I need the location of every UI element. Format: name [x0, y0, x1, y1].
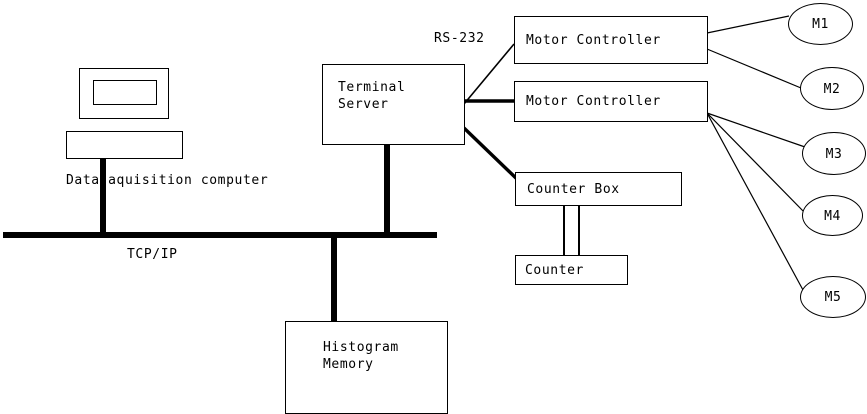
- motor-controller-1-box[interactable]: [514, 16, 708, 64]
- motor-m3-ellipse[interactable]: [802, 132, 866, 175]
- motor-m1-label: M1: [812, 17, 829, 32]
- motor-controller-2-label: Motor Controller: [526, 94, 661, 109]
- link-terminal-server-to-motor-controller-1: [463, 43, 515, 105]
- link-motor-controller-2-to-m4: [706, 112, 807, 215]
- link-counter-box-to-counter-wire-b: [578, 205, 580, 256]
- motor-m5-ellipse[interactable]: [800, 276, 866, 318]
- counter-box-box[interactable]: [515, 172, 682, 206]
- histogram-memory-label-line1: Histogram: [323, 340, 399, 355]
- tcpip-label: TCP/IP: [127, 247, 178, 262]
- motor-m2-ellipse[interactable]: [800, 67, 864, 110]
- tcpip-bus-line: [3, 232, 437, 238]
- motor-m1-ellipse[interactable]: [788, 3, 853, 45]
- motor-controller-1-label: Motor Controller: [526, 33, 661, 48]
- motor-controller-2-box[interactable]: [514, 81, 708, 122]
- motor-m3-label: M3: [825, 147, 843, 162]
- motor-m4-ellipse[interactable]: [802, 195, 863, 236]
- terminal-server-label-line1: Terminal: [338, 80, 406, 95]
- terminal-server-box[interactable]: [322, 64, 465, 145]
- link-motor-controller-1-to-m2: [706, 48, 802, 89]
- link-motor-controller-1-to-m1: [706, 15, 790, 34]
- rs232-label: RS-232: [434, 31, 485, 46]
- link-motor-controller-2-to-m5: [706, 112, 804, 291]
- motor-m2-label: M2: [823, 82, 841, 97]
- histogram-memory-label-line2: Memory: [323, 357, 374, 372]
- computer-screen-icon: [93, 80, 157, 105]
- motor-m5-label: M5: [824, 290, 842, 305]
- link-motor-controller-2-to-m3: [706, 112, 806, 148]
- bus-drop-terminal-server: [384, 144, 390, 236]
- counter-box-label: Counter Box: [527, 182, 620, 197]
- bus-drop-histogram-memory: [331, 236, 337, 322]
- motor-m4-label: M4: [824, 209, 841, 224]
- link-terminal-server-to-counter-box: [462, 126, 520, 182]
- computer-base-icon: [66, 131, 183, 159]
- counter-box[interactable]: [515, 255, 628, 285]
- terminal-server-label-line2: Server: [338, 97, 389, 112]
- link-counter-box-to-counter-wire-a: [563, 205, 565, 256]
- data-acquisition-computer-label: Data aquisition computer: [66, 173, 269, 188]
- bus-drop-data-acquisition-computer: [100, 158, 106, 236]
- counter-label: Counter: [525, 263, 584, 278]
